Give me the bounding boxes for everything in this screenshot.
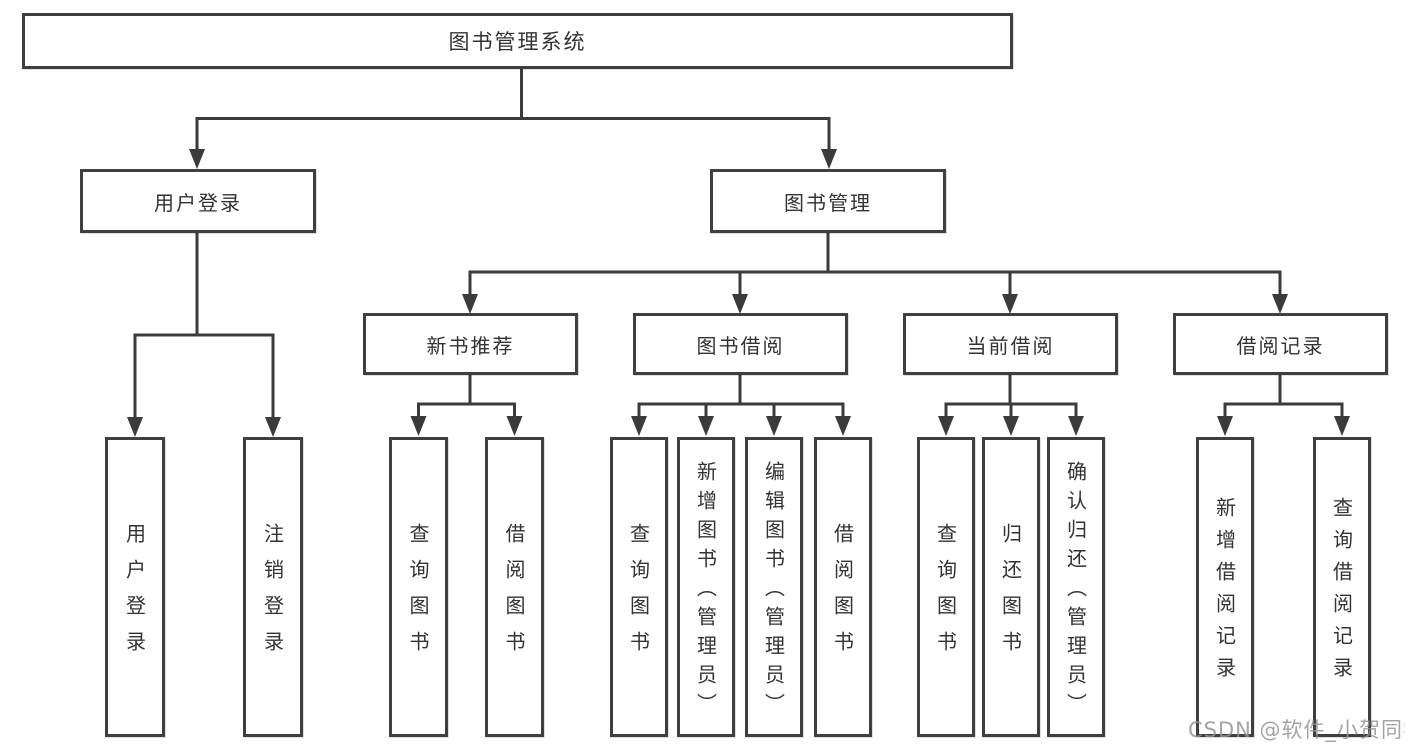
node-label: 查询图书 xyxy=(406,523,430,667)
node-label: 查询借阅记录 xyxy=(1329,497,1354,689)
node-label: 确认归还（管理员） xyxy=(1063,461,1088,722)
leaf-return-books: 归还图书 xyxy=(982,437,1040,737)
leaf-borrow-books: 借阅图书 xyxy=(485,437,544,737)
leaf-logout: 注销登录 xyxy=(243,437,303,737)
node-borrowing-records: 借阅记录 xyxy=(1173,313,1388,375)
node-current-borrowing: 当前借阅 xyxy=(903,313,1118,375)
node-label: 归还图书 xyxy=(998,523,1023,667)
node-book-borrowing: 图书借阅 xyxy=(633,313,848,375)
node-label: 图书管理 xyxy=(784,190,872,215)
connector-records-to-leaves xyxy=(1217,375,1350,436)
node-label: 新书推荐 xyxy=(426,333,515,358)
node-label: 借阅图书 xyxy=(502,523,526,667)
watermark: CSDN @软件_小贺同学 xyxy=(1188,718,1405,742)
connector-newbook-to-leaves xyxy=(410,375,523,436)
connector-bookborrow-to-leaves xyxy=(631,375,851,436)
node-label: 图书借阅 xyxy=(696,333,785,358)
connector-userlogin-to-leaves xyxy=(127,233,281,437)
connector-currentborrow-to-leaves xyxy=(938,375,1084,436)
node-label: 用户登录 xyxy=(154,190,242,215)
node-user-login: 用户登录 xyxy=(80,169,316,233)
node-label: 查询图书 xyxy=(626,523,651,667)
node-book-management: 图书管理 xyxy=(710,169,946,233)
node-library-management-system: 图书管理系统 xyxy=(22,13,1013,69)
leaf-query-borrow-record: 查询借阅记录 xyxy=(1313,437,1371,737)
leaf-query-books: 查询图书 xyxy=(610,437,668,737)
node-label: 新增借阅记录 xyxy=(1212,497,1237,689)
leaf-user-login: 用户登录 xyxy=(105,437,165,737)
node-label: 查询图书 xyxy=(933,523,958,667)
connector-bookmgmt-to-level3 xyxy=(462,233,1288,314)
node-label: 图书管理系统 xyxy=(448,30,587,54)
leaf-query-books: 查询图书 xyxy=(917,437,975,737)
node-new-book-recommendation: 新书推荐 xyxy=(363,313,578,375)
leaf-confirm-return-admin: 确认归还（管理员） xyxy=(1047,437,1105,737)
node-label: 借阅记录 xyxy=(1236,333,1325,358)
node-label: 借阅图书 xyxy=(830,523,855,667)
node-label: 新增图书（管理员） xyxy=(693,461,718,722)
node-label: 当前借阅 xyxy=(966,333,1055,358)
node-label: 用户登录 xyxy=(122,523,147,667)
leaf-edit-book-admin: 编辑图书（管理员） xyxy=(745,437,803,737)
leaf-query-books: 查询图书 xyxy=(389,437,448,737)
node-label: 注销登录 xyxy=(260,523,285,667)
leaf-borrow-books: 借阅图书 xyxy=(814,437,872,737)
node-label: 编辑图书（管理员） xyxy=(761,461,786,722)
leaf-add-book-admin: 新增图书（管理员） xyxy=(677,437,735,737)
leaf-add-borrow-record: 新增借阅记录 xyxy=(1196,437,1254,737)
connector-root-to-level2 xyxy=(189,68,837,169)
